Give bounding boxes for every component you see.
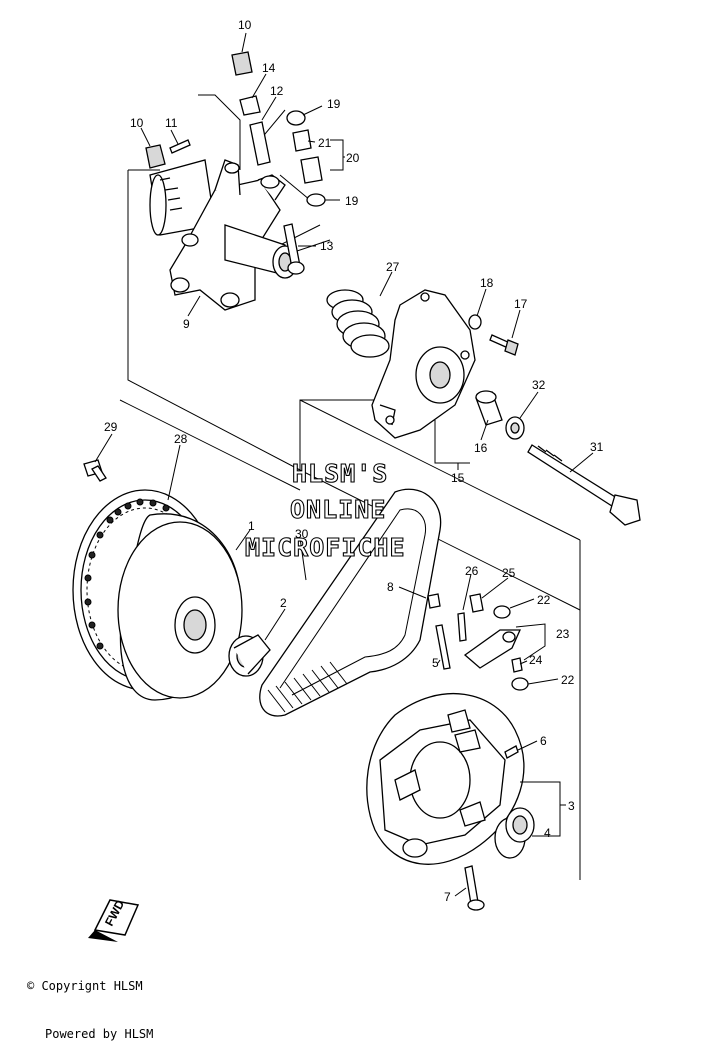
callout-25: 25 (502, 566, 516, 580)
drive-belt-30 (259, 488, 442, 717)
primary-sheave-assembly (72, 489, 243, 701)
watermark: HLSM'S ONLINE MICROFICHE (244, 458, 406, 562)
callout-9: 9 (183, 317, 190, 331)
callout-30: 30 (295, 527, 309, 541)
bushing-20 (300, 156, 323, 184)
cam-arm-hardware (427, 593, 529, 911)
callout-22-top: 22 (537, 593, 551, 607)
callout-12: 12 (270, 84, 284, 98)
bolt-31 (527, 444, 641, 526)
callout-32: 32 (532, 378, 546, 392)
callout-5: 5 (432, 656, 439, 670)
secondary-spider-assembly (149, 159, 298, 311)
cam-cover-15 (371, 289, 476, 439)
callout-8: 8 (387, 580, 394, 594)
copyright-text: © Copyrignt HLSM (27, 979, 143, 993)
bolt-25 (469, 593, 484, 613)
slider-10-left (145, 144, 166, 169)
washer-19-bottom (306, 193, 326, 207)
bushing-2 (228, 634, 271, 677)
bolt-29 (83, 459, 107, 482)
callout-6: 6 (540, 734, 547, 748)
callout-26: 26 (465, 564, 479, 578)
bushing-4 (494, 807, 535, 859)
pin-24 (511, 657, 523, 673)
nut-22-top (493, 605, 511, 619)
callout-labels: 10 14 12 19 11 21 20 19 13 27 18 17 9 32… (104, 18, 604, 904)
parts-diagram: FWD 10 14 12 19 11 21 20 19 13 27 18 17 … (72, 18, 641, 942)
watermark-line-2: ONLINE (290, 495, 386, 524)
pin-26 (457, 612, 467, 642)
bolt-8 (427, 593, 441, 609)
bolt-7 (464, 865, 479, 905)
powered-by-text: Powered by HLSM (45, 1027, 154, 1041)
secondary-sheave-3 (366, 693, 525, 865)
cover-hardware (468, 314, 525, 440)
callout-2: 2 (280, 596, 287, 610)
callout-10-left: 10 (130, 116, 144, 130)
collar-21 (292, 129, 312, 152)
callout-21: 21 (318, 136, 332, 150)
washer-19-top (286, 110, 306, 126)
nut-22-bottom (511, 677, 529, 691)
nut-14 (239, 95, 261, 116)
callout-24: 24 (529, 653, 543, 667)
callout-7: 7 (444, 890, 451, 904)
callout-19-bottom: 19 (345, 194, 359, 208)
callout-10-top: 10 (238, 18, 252, 32)
callout-31: 31 (590, 440, 604, 454)
callout-1: 1 (248, 519, 255, 533)
callout-28: 28 (174, 432, 188, 446)
spring-27 (326, 289, 390, 358)
forward-arrow-icon: FWD (88, 897, 140, 942)
callout-19-top: 19 (327, 97, 341, 111)
callout-20: 20 (346, 151, 360, 165)
slider-10-top (231, 51, 253, 76)
pin-11 (169, 139, 191, 154)
footer: © Copyrignt HLSM Powered by HLSM (27, 946, 153, 1058)
callout-27: 27 (386, 260, 400, 274)
callout-22-bottom: 22 (561, 673, 575, 687)
callout-4: 4 (544, 826, 551, 840)
watermark-line-1: HLSM'S (292, 459, 388, 488)
callout-3: 3 (568, 799, 575, 813)
screw-6 (504, 745, 519, 759)
watermark-line-3: MICROFICHE (245, 533, 406, 562)
callout-15: 15 (451, 471, 465, 485)
small-hardware-upper (145, 51, 326, 275)
leader-lines (94, 32, 594, 897)
callout-18: 18 (480, 276, 494, 290)
callout-14: 14 (262, 61, 276, 75)
callout-13: 13 (320, 239, 334, 253)
callout-23: 23 (556, 627, 570, 641)
callout-17: 17 (514, 297, 528, 311)
pin-12 (249, 121, 271, 166)
shaft-5 (435, 624, 451, 670)
callout-29: 29 (104, 420, 118, 434)
callout-11: 11 (165, 116, 178, 130)
callout-16: 16 (474, 441, 488, 455)
